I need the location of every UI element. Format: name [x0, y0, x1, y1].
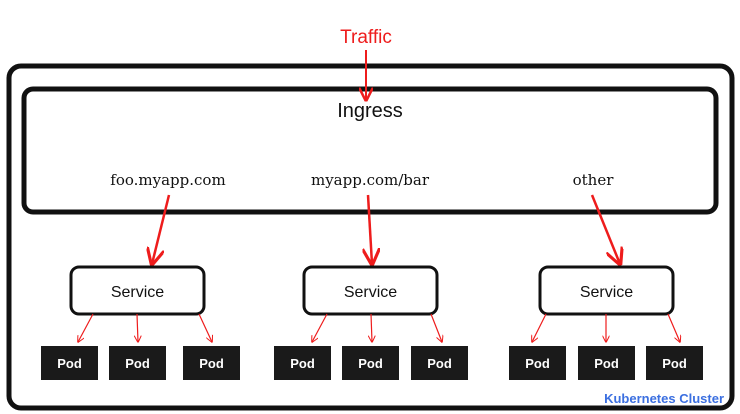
pod-arrow: [667, 313, 680, 342]
service-3: Service: [538, 265, 675, 316]
pod-arrow: [312, 313, 328, 342]
pod-arrow: [78, 313, 94, 342]
pod-arrow: [137, 313, 138, 342]
route-label-other: other: [573, 171, 615, 189]
pod-label: Pod: [57, 356, 82, 371]
pod-arrow: [371, 313, 372, 342]
pod-label: Pod: [199, 356, 224, 371]
pod-arrow: [430, 313, 442, 342]
cluster-box: [6, 63, 735, 411]
pod-label: Pod: [525, 356, 550, 371]
service-2: Service: [302, 265, 439, 316]
pod-box: [274, 346, 331, 380]
traffic-label: Traffic: [340, 27, 392, 48]
pod-box: [578, 346, 635, 380]
ingress-label: Ingress: [337, 100, 403, 122]
route-arrow-other: [590, 194, 620, 264]
route-label-foo: foo.myapp.com: [110, 171, 225, 189]
pod-arrow: [198, 313, 212, 342]
pod-arrows: [78, 313, 680, 342]
service-label: Service: [344, 284, 397, 301]
pod-label: Pod: [290, 356, 315, 371]
pod-box: [41, 346, 98, 380]
service-box: [302, 265, 439, 316]
pod-box: [509, 346, 566, 380]
pod-box: [183, 346, 240, 380]
pod-label: Pod: [594, 356, 619, 371]
pod-box: [109, 346, 166, 380]
route-label-bar: myapp.com/bar: [311, 171, 430, 189]
pods: Pod Pod Pod Pod Pod Pod Pod Pod Pod: [41, 346, 703, 380]
cluster-label: Kubernetes Cluster: [604, 391, 724, 406]
pod-box: [646, 346, 703, 380]
pod-label: Pod: [662, 356, 687, 371]
route-arrow-bar: [368, 194, 372, 264]
pod-box: [411, 346, 468, 380]
pod-arrow: [532, 313, 547, 342]
pod-label: Pod: [125, 356, 150, 371]
pod-label: Pod: [427, 356, 452, 371]
route-arrow-foo: [152, 194, 171, 264]
pod-box: [342, 346, 399, 380]
service-label: Service: [580, 284, 633, 301]
service-1: Service: [69, 265, 206, 316]
pod-label: Pod: [358, 356, 383, 371]
service-label: Service: [111, 284, 164, 301]
